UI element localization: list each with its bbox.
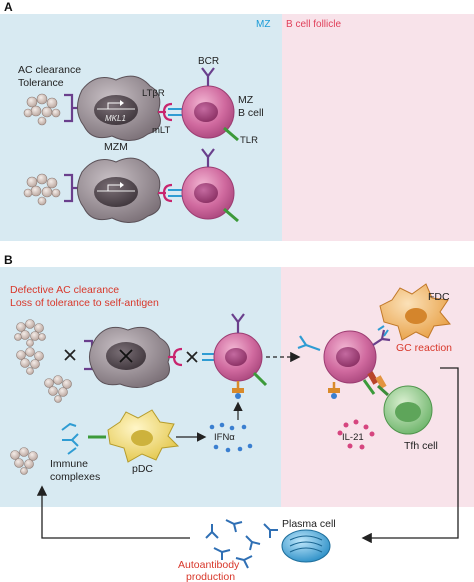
label-mlt: mLT bbox=[152, 125, 170, 136]
ifnar-receptor bbox=[328, 382, 340, 399]
transcription-arrowhead bbox=[120, 100, 124, 106]
label-il21: IL-21 bbox=[342, 432, 364, 443]
label-ifna: IFNα bbox=[214, 432, 235, 443]
label-defective-clearance: Defective AC clearance bbox=[10, 284, 119, 296]
blocked-x-icon bbox=[119, 349, 133, 363]
apoptotic-cell-cluster bbox=[16, 347, 44, 375]
panel-b-letter: B bbox=[4, 253, 13, 267]
tlr-receptor bbox=[252, 371, 268, 387]
ifnar-receptor bbox=[232, 381, 244, 399]
fdc-nucleus bbox=[405, 308, 427, 324]
b-cell-nucleus bbox=[194, 102, 218, 122]
label-tfh: Tfh cell bbox=[404, 440, 438, 452]
mlt-ligand bbox=[168, 108, 184, 116]
mlt-ligand bbox=[202, 353, 216, 361]
label-immune-line2: complexes bbox=[50, 471, 100, 483]
apoptotic-cell-cluster bbox=[10, 447, 38, 475]
apoptotic-cell-cluster bbox=[23, 173, 61, 206]
transcription-arrowhead bbox=[120, 182, 124, 188]
ltbr-receptor bbox=[158, 183, 173, 203]
label-tlr: TLR bbox=[240, 135, 258, 146]
plasma-cell bbox=[281, 529, 331, 563]
zone-label-follicle: B cell follicle bbox=[286, 19, 341, 30]
blocked-x-icon bbox=[64, 349, 76, 361]
bcr-receptor bbox=[372, 329, 391, 346]
label-plasma-cell: Plasma cell bbox=[282, 518, 336, 530]
apoptotic-cell-cluster bbox=[44, 375, 72, 403]
ltbr-receptor bbox=[158, 102, 173, 122]
label-ltbr: LTβR bbox=[142, 88, 165, 99]
bcr-receptor bbox=[231, 313, 245, 333]
tlr-receptor bbox=[223, 126, 239, 142]
apoptotic-cell-cluster bbox=[14, 319, 46, 347]
panel-a-follicle-zone bbox=[282, 14, 474, 241]
label-mz-b-line1: MZ bbox=[238, 94, 254, 106]
b-cell-nucleus bbox=[194, 183, 218, 203]
bcr-receptor bbox=[201, 148, 215, 167]
transcription-arrow bbox=[107, 102, 120, 109]
cd40-costim-receptor bbox=[367, 371, 387, 389]
label-autoantibody-line1: Autoantibody bbox=[178, 559, 240, 571]
macrophage-nucleus bbox=[94, 177, 138, 207]
panel-a-letter: A bbox=[4, 0, 13, 14]
label-tolerance: Tolerance bbox=[18, 77, 64, 89]
tlr-receptor bbox=[223, 207, 239, 223]
plasma-cell-er bbox=[289, 535, 323, 553]
b-cell-nucleus bbox=[225, 348, 247, 366]
apoptotic-cell-cluster bbox=[23, 93, 61, 126]
autoantibody-return-line bbox=[36, 485, 190, 539]
feedback-loop-line bbox=[361, 367, 459, 544]
ltbr-receptor bbox=[168, 347, 183, 367]
blocked-x-icon bbox=[186, 351, 198, 363]
b-cell-nucleus bbox=[336, 347, 360, 367]
tlr-receptor bbox=[362, 379, 376, 395]
zone-label-mz: MZ bbox=[256, 19, 270, 30]
mlt-ligand bbox=[168, 189, 184, 197]
il21-cytokine-dots bbox=[337, 419, 375, 450]
immune-complex-antibodies bbox=[61, 422, 79, 455]
label-autoantibody-line2: production bbox=[186, 571, 235, 582]
label-mzm: MZM bbox=[104, 141, 128, 153]
autoantibody-cluster bbox=[205, 519, 278, 569]
label-mkl1: MKL1 bbox=[105, 114, 126, 123]
label-gc-reaction: GC reaction bbox=[396, 342, 452, 354]
label-pdc: pDC bbox=[132, 463, 153, 475]
macrophage-nucleus bbox=[94, 95, 138, 125]
ifna-cytokine-dots bbox=[209, 422, 253, 453]
label-immune-line1: Immune bbox=[50, 458, 88, 470]
bcr-fdc-contact bbox=[297, 335, 321, 352]
immune-complex-on-fdc bbox=[377, 325, 389, 337]
label-ac-clearance: AC clearance bbox=[18, 64, 81, 76]
label-bcr: BCR bbox=[198, 56, 219, 67]
label-mz-b-line2: B cell bbox=[238, 107, 264, 119]
tcr-receptor bbox=[376, 384, 390, 397]
tfh-nucleus bbox=[395, 402, 421, 422]
pdc-nucleus bbox=[131, 430, 153, 446]
transcription-arrow bbox=[107, 184, 120, 191]
bcr-receptor bbox=[201, 67, 215, 86]
label-fdc: FDC bbox=[428, 291, 450, 303]
label-loss-of-tolerance: Loss of tolerance to self-antigen bbox=[10, 297, 159, 309]
